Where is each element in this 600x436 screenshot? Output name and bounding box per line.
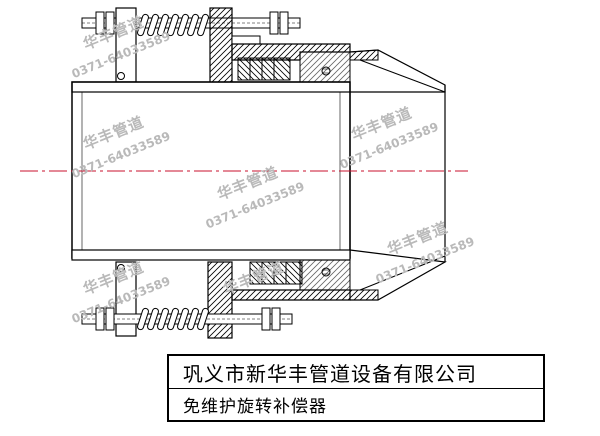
watermark-2: 华丰管道 0371-64033589 [70, 113, 173, 181]
watermark-3: 华丰管道 0371-64033589 [204, 163, 307, 231]
lug-plate-top-right [209, 7, 233, 87]
title-row-company: 巩义市新华丰管道设备有限公司 [169, 356, 543, 388]
inner-pipe-bottom-wall [71, 249, 351, 261]
nut-bottom-right-2 [271, 307, 281, 331]
spring-bottom [137, 307, 209, 331]
watermark-5: 华丰管道 0371-64033589 [374, 218, 477, 286]
nut-bottom-left-1 [95, 307, 105, 331]
inner-pipe-top-wall [71, 81, 351, 93]
company-name: 巩义市新华丰管道设备有限公司 [183, 361, 477, 386]
housing-bottom [231, 289, 351, 301]
nut-top-left-1 [95, 11, 105, 35]
nut-top-left-2 [105, 11, 115, 35]
lug-plate-bottom-right [207, 261, 233, 339]
title-block: 巩义市新华丰管道设备有限公司 免维护旋转补偿器 [167, 354, 545, 422]
nut-top-right-2 [279, 11, 289, 35]
spring-top [137, 13, 209, 37]
seal-packing-top [237, 57, 291, 81]
nut-bottom-right-1 [261, 307, 271, 331]
product-name: 免维护旋转补偿器 [183, 397, 327, 417]
nut-top-right-1 [269, 11, 279, 35]
title-row-product: 免维护旋转补偿器 [169, 388, 543, 420]
pin-top [117, 72, 125, 80]
inner-pipe [71, 81, 351, 259]
nut-bottom-left-2 [105, 307, 115, 331]
watermark-4: 华丰管道 0371-64033589 [338, 104, 441, 172]
pin-bottom [117, 264, 125, 272]
